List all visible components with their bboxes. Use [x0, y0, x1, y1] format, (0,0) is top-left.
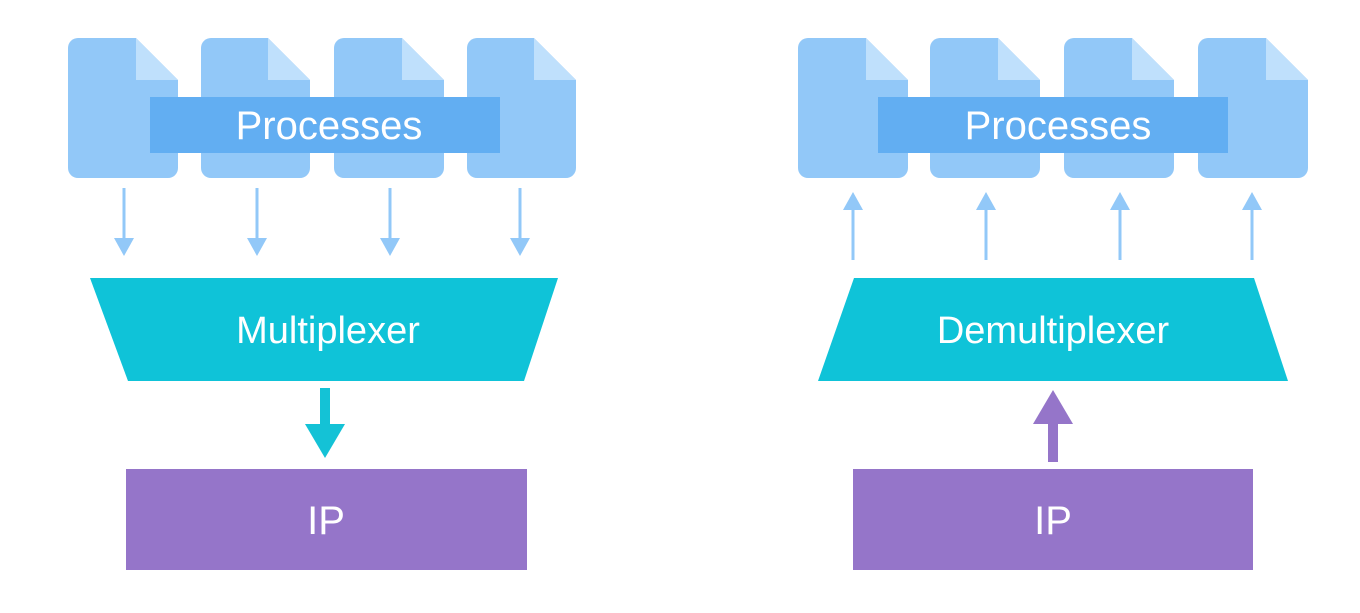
mux-to-ip-arrow [305, 388, 345, 458]
demultiplexer-block [818, 278, 1288, 381]
right-processes-band [878, 97, 1228, 153]
document-fold [866, 38, 908, 80]
right-processes-label: Processes [965, 104, 1152, 148]
document-fold [1132, 38, 1174, 80]
ip-to-demux-arrow [1033, 390, 1073, 462]
document-fold [1266, 38, 1308, 80]
document-fold [998, 38, 1040, 80]
up-arrow-1 [843, 192, 863, 260]
left-process-arrows [114, 188, 530, 256]
multiplexer-block [90, 278, 558, 381]
multiplexer-label: Multiplexer [236, 310, 420, 352]
document-fold [402, 38, 444, 80]
up-arrow-3 [1110, 192, 1130, 260]
left-processes-band [150, 97, 500, 153]
right-ip-box [853, 469, 1253, 570]
up-arrow-4 [1242, 192, 1262, 260]
right-ip-label: IP [1034, 499, 1072, 543]
right-process-arrows [843, 192, 1262, 260]
up-arrow-2 [976, 192, 996, 260]
down-arrow-3 [380, 188, 400, 256]
down-arrow-2 [247, 188, 267, 256]
left-processes-label: Processes [236, 104, 423, 148]
multiplexing-panel: Processes [68, 38, 576, 570]
document-fold [136, 38, 178, 80]
demultiplexer-label: Demultiplexer [937, 310, 1170, 352]
down-arrow-1 [114, 188, 134, 256]
document-fold [534, 38, 576, 80]
demultiplexing-panel: Processes [798, 38, 1308, 570]
down-arrow-4 [510, 188, 530, 256]
left-ip-label: IP [307, 499, 345, 543]
document-fold [268, 38, 310, 80]
left-ip-box [126, 469, 527, 570]
